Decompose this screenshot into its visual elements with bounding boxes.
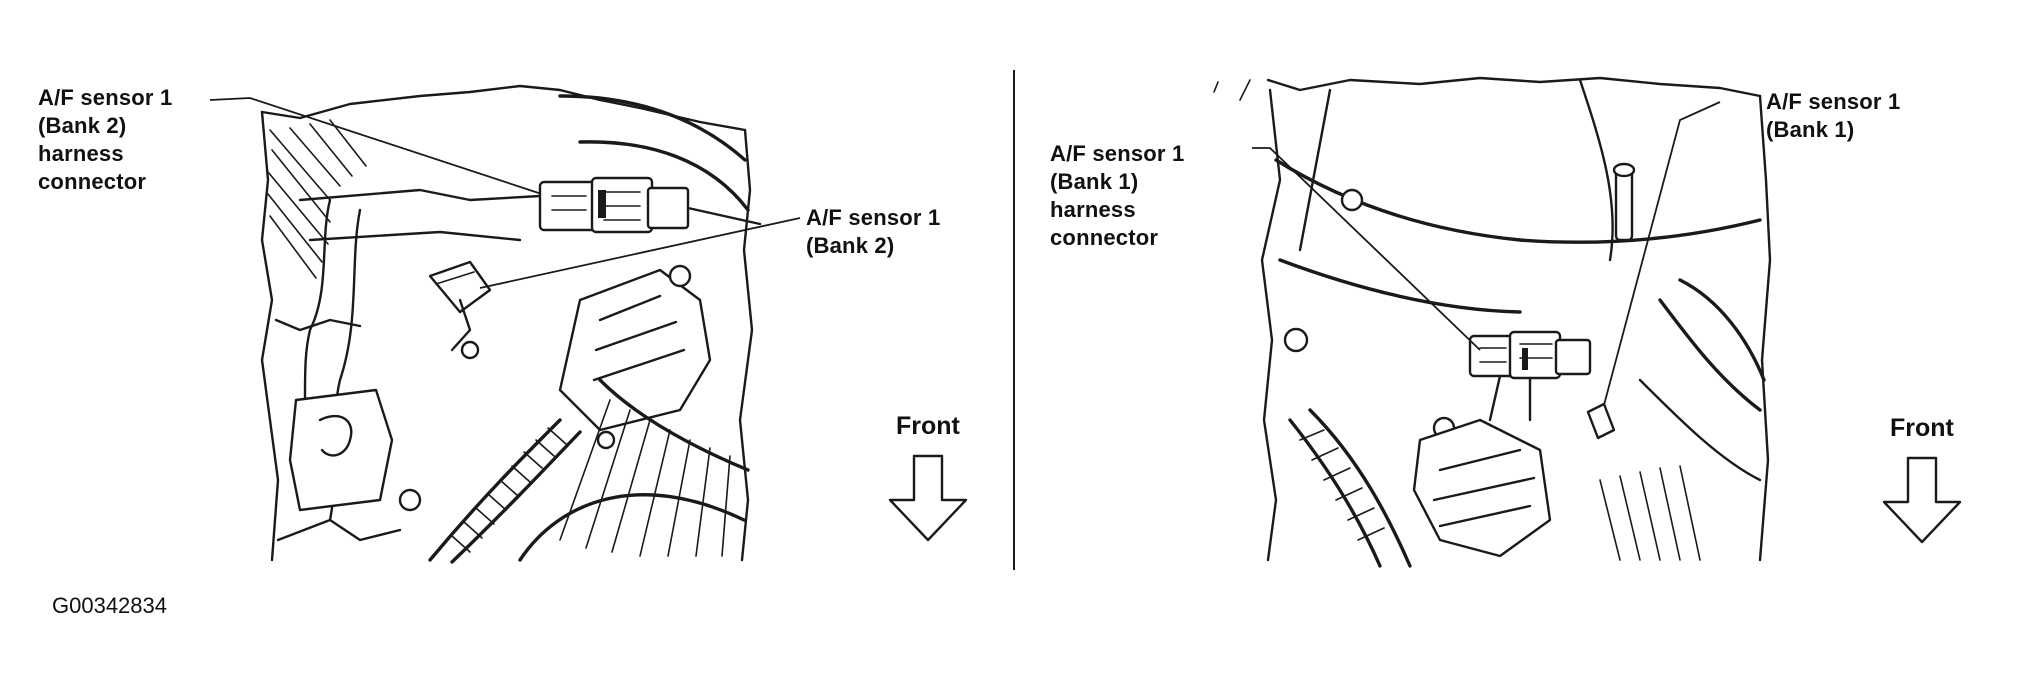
- left-engine-illustration: [209, 84, 801, 564]
- left-front-label: Front: [896, 412, 960, 440]
- right-harness-connector-label: A/F sensor 1 (Bank 1) harness connector: [1050, 141, 1185, 250]
- left-harness-connector-label: A/F sensor 1 (Bank 2) harness connector: [38, 85, 173, 194]
- front-arrow-icon-right: [1882, 456, 1962, 544]
- right-engine-illustration: [1213, 76, 1772, 568]
- figure-id: G00342834: [52, 593, 167, 618]
- right-front-label: Front: [1890, 414, 1954, 442]
- front-arrow-icon-left: [888, 454, 968, 542]
- right-sensor-label: A/F sensor 1 (Bank 1): [1766, 89, 1901, 142]
- left-sensor-label: A/F sensor 1 (Bank 2): [806, 205, 941, 258]
